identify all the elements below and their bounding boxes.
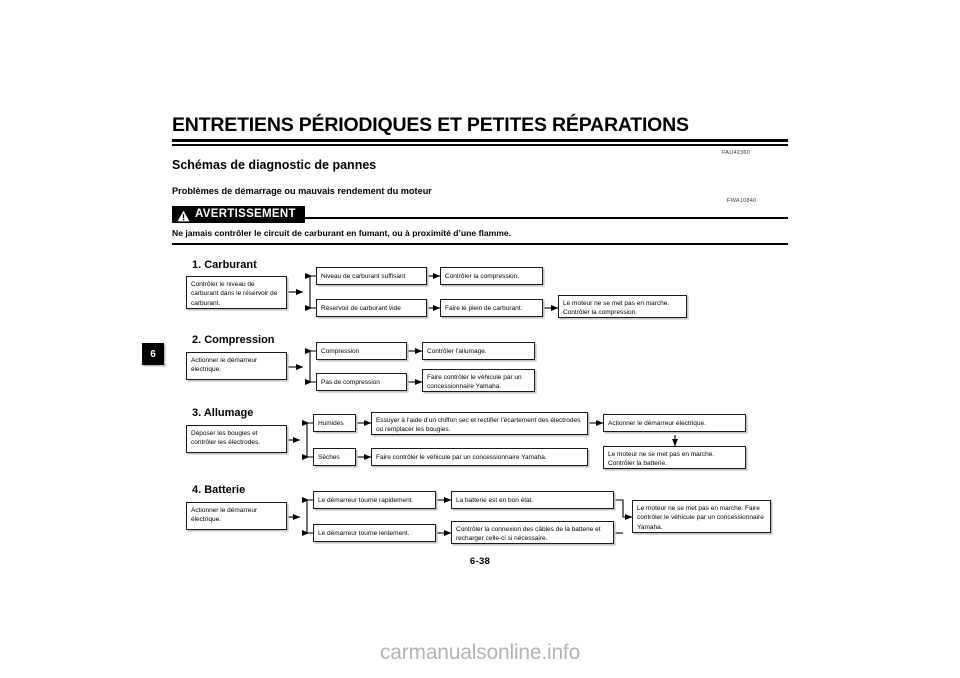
flow-box-start-4: Actionner le démarreur électrique.: [186, 502, 287, 530]
flow-box-branch-top-2: Compression: [316, 342, 407, 360]
warning-banner: AVERTISSEMENT: [172, 206, 305, 223]
flow-box-final-4: Le moteur ne se met pas en marche. Faire…: [632, 500, 771, 533]
flow-box-result-bottom-3: Faire contrôler le véhicule par un conce…: [371, 448, 588, 466]
flow-box-final-bottom-3: Le moteur ne se met pas en marche. Contr…: [603, 446, 746, 469]
flow-box-start-1: Contrôler le niveau de carburant dans le…: [186, 276, 287, 309]
flow-box-branch-bottom-4: Le démarreur tourne lentement.: [313, 524, 436, 542]
flow-box-branch-bottom-3: Sèches: [313, 448, 356, 466]
flow-box-branch-top-4: Le démarreur tourne rapidement.: [313, 491, 436, 509]
flow-box-result-top-2: Contrôler l’allumage.: [422, 342, 535, 360]
warning-text: Ne jamais contrôler le circuit de carbur…: [172, 228, 512, 238]
page-title: ENTRETIENS PÉRIODIQUES ET PETITES RÉPARA…: [172, 114, 689, 136]
warning-triangle-icon: [177, 209, 190, 221]
flow-box-result-top-4: La batterie est en bon état.: [451, 491, 614, 509]
warning-label: AVERTISSEMENT: [195, 207, 296, 220]
flow-group-title-2: 2. Compression: [192, 334, 275, 346]
flow-box-result-bottom-4: Contrôler la connexion des câbles de la …: [451, 521, 614, 544]
page-number: 6-38: [469, 556, 491, 567]
flow-group-title-1: 1. Carburant: [192, 259, 257, 271]
warning-banner-rule: [304, 217, 788, 219]
warning-underline: [172, 243, 788, 245]
section-reference-code: FAU42360: [722, 150, 751, 156]
subsection-heading: Problèmes de démarrage ou mauvais rendem…: [172, 186, 432, 196]
title-rule-thin: [172, 144, 788, 146]
flow-box-result-bottom-2: Faire contrôler le véhicule par un conce…: [422, 369, 535, 392]
flow-box-result-top-3: Essuyer à l’aide d’un chiffon sec et rec…: [371, 412, 588, 435]
title-rule-thick: [172, 139, 788, 142]
flow-box-start-3: Déposer les bougies et contrôler les éle…: [186, 425, 287, 453]
flow-box-branch-bottom-1: Réservoir de carburant vide: [316, 299, 427, 317]
chapter-tab[interactable]: 6: [142, 343, 164, 365]
section-heading: Schémas de diagnostic de pannes: [172, 158, 377, 172]
flow-box-final-top-3: Actionner le démarreur électrique.: [603, 414, 746, 432]
flow-box-final-1: Le moteur ne se met pas en marche. Contr…: [558, 295, 687, 318]
flow-box-branch-top-3: Humides: [313, 414, 356, 432]
flow-box-branch-bottom-2: Pas de compression: [316, 373, 407, 391]
flow-group-title-3: 3. Allumage: [192, 407, 254, 419]
flow-box-start-2: Actionner le démarreur électrique.: [186, 352, 287, 380]
warning-reference-code: FWA10840: [727, 198, 757, 204]
flow-group-title-4: 4. Batterie: [192, 484, 246, 496]
flow-box-result-top-1: Contrôler la compression.: [440, 267, 543, 285]
flow-box-branch-top-1: Niveau de carburant suffisant: [316, 267, 427, 285]
watermark: carmanualsonline.info: [379, 641, 581, 664]
flow-box-result-bottom-1: Faire le plein de carburant.: [440, 299, 543, 317]
